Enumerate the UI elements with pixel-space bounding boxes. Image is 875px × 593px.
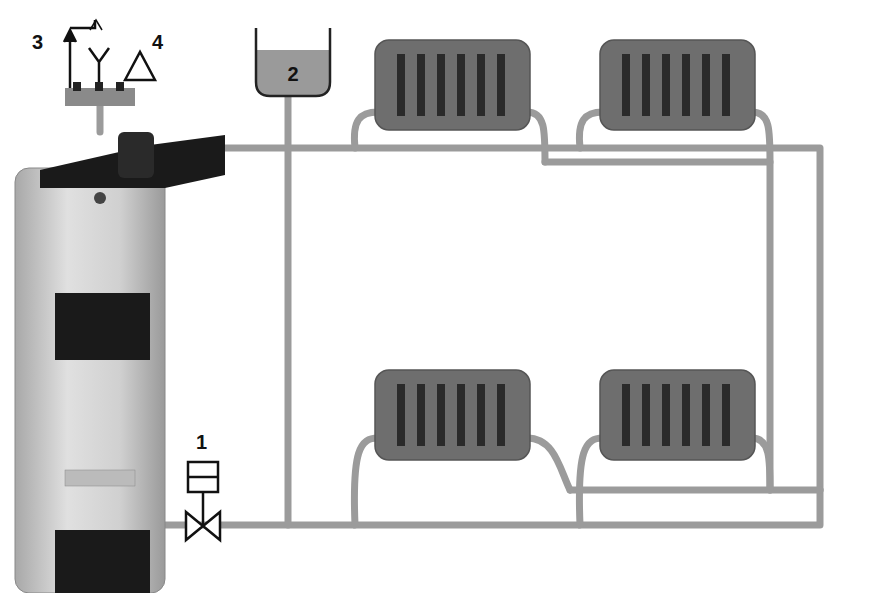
radiator xyxy=(600,370,755,460)
radiator xyxy=(600,40,755,130)
valve xyxy=(186,462,220,540)
expansion-tank: 2 xyxy=(254,28,332,98)
radiator xyxy=(375,370,530,460)
callout-number: 2 xyxy=(287,63,298,98)
callout-number: 1 xyxy=(196,432,207,452)
safety-group xyxy=(64,20,155,106)
radiators xyxy=(375,40,755,460)
radiator xyxy=(375,40,530,130)
callout-number: 4 xyxy=(152,32,163,52)
callout-number: 3 xyxy=(32,32,43,52)
boiler xyxy=(15,132,225,593)
